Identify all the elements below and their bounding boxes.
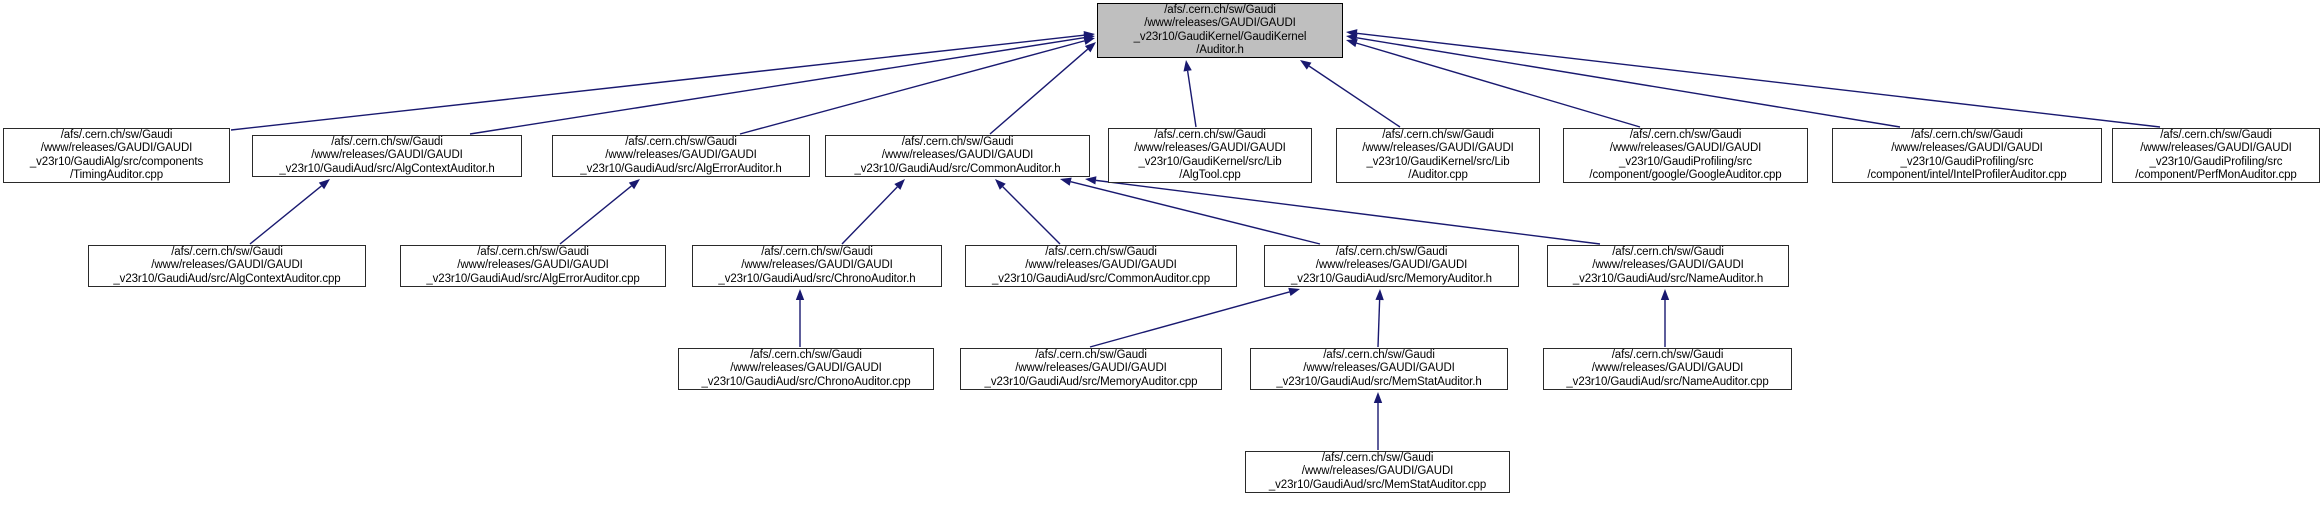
graph-node-common-auditor-h[interactable]: /afs/.cern.ch/sw/Gaudi /www/releases/GAU… (825, 135, 1090, 177)
graph-node-label: /afs/.cern.ch/sw/Gaudi /www/releases/GAU… (1867, 129, 2067, 181)
graph-node-label: /afs/.cern.ch/sw/Gaudi /www/releases/GAU… (1133, 4, 1307, 56)
graph-node-memstat-auditor-cpp[interactable]: /afs/.cern.ch/sw/Gaudi /www/releases/GAU… (1245, 451, 1510, 493)
graph-node-memstat-auditor-h[interactable]: /afs/.cern.ch/sw/Gaudi /www/releases/GAU… (1250, 348, 1508, 390)
edge-perfmon-auditor-cpp-to-root (1346, 29, 2161, 128)
graph-node-label: /afs/.cern.ch/sw/Gaudi /www/releases/GAU… (426, 246, 640, 285)
graph-node-intel-profiler-auditor-cpp[interactable]: /afs/.cern.ch/sw/Gaudi /www/releases/GAU… (1832, 128, 2102, 183)
edge-name-auditor-cpp-to-name-auditor-h (1660, 289, 1670, 347)
graph-node-label: /afs/.cern.ch/sw/Gaudi /www/releases/GAU… (1566, 349, 1769, 388)
graph-node-label: /afs/.cern.ch/sw/Gaudi /www/releases/GAU… (2135, 129, 2297, 181)
graph-node-timing-auditor-cpp[interactable]: /afs/.cern.ch/sw/Gaudi /www/releases/GAU… (3, 128, 230, 183)
edge-timing-auditor-cpp-to-root (230, 31, 1095, 131)
graph-node-alg-error-auditor-h[interactable]: /afs/.cern.ch/sw/Gaudi /www/releases/GAU… (552, 135, 810, 177)
edge-chrono-auditor-cpp-to-chrono-auditor-h (795, 289, 805, 347)
graph-node-chrono-auditor-h[interactable]: /afs/.cern.ch/sw/Gaudi /www/releases/GAU… (692, 245, 942, 287)
graph-node-label: /afs/.cern.ch/sw/Gaudi /www/releases/GAU… (1589, 129, 1782, 181)
edge-alg-context-auditor-cpp-to-alg-context-auditor-h (249, 179, 330, 245)
graph-node-label: /afs/.cern.ch/sw/Gaudi /www/releases/GAU… (701, 349, 911, 388)
edge-google-auditor-cpp-to-root (1346, 39, 1641, 128)
graph-node-label: /afs/.cern.ch/sw/Gaudi /www/releases/GAU… (1268, 452, 1487, 491)
edge-intel-profiler-auditor-cpp-to-root (1346, 33, 1901, 128)
edge-algtool-cpp-to-root (1183, 60, 1197, 128)
edge-common-auditor-cpp-to-common-auditor-h (995, 179, 1061, 245)
edge-memory-auditor-h-to-common-auditor-h (1060, 177, 1321, 245)
graph-node-google-auditor-cpp[interactable]: /afs/.cern.ch/sw/Gaudi /www/releases/GAU… (1563, 128, 1808, 183)
edge-memstat-auditor-h-to-memory-auditor-h (1375, 289, 1384, 348)
graph-node-label: /afs/.cern.ch/sw/Gaudi /www/releases/GAU… (580, 136, 782, 175)
edge-alg-error-auditor-h-to-root (739, 36, 1095, 135)
graph-node-root[interactable]: /afs/.cern.ch/sw/Gaudi /www/releases/GAU… (1097, 3, 1343, 58)
graph-node-common-auditor-cpp[interactable]: /afs/.cern.ch/sw/Gaudi /www/releases/GAU… (965, 245, 1237, 287)
edge-chrono-auditor-h-to-common-auditor-h (841, 179, 905, 245)
graph-node-name-auditor-h[interactable]: /afs/.cern.ch/sw/Gaudi /www/releases/GAU… (1547, 245, 1789, 287)
graph-node-label: /afs/.cern.ch/sw/Gaudi /www/releases/GAU… (1276, 349, 1482, 388)
edge-alg-error-auditor-cpp-to-alg-error-auditor-h (559, 179, 640, 245)
graph-node-perfmon-auditor-cpp[interactable]: /afs/.cern.ch/sw/Gaudi /www/releases/GAU… (2112, 128, 2320, 183)
graph-node-memory-auditor-h[interactable]: /afs/.cern.ch/sw/Gaudi /www/releases/GAU… (1264, 245, 1519, 287)
edge-name-auditor-h-to-common-auditor-h (1085, 176, 1601, 245)
edge-memstat-auditor-cpp-to-memstat-auditor-h (1373, 392, 1383, 450)
graph-node-label: /afs/.cern.ch/sw/Gaudi /www/releases/GAU… (29, 129, 204, 181)
graph-node-label: /afs/.cern.ch/sw/Gaudi /www/releases/GAU… (1572, 246, 1764, 285)
graph-node-label: /afs/.cern.ch/sw/Gaudi /www/releases/GAU… (113, 246, 341, 285)
edge-memory-auditor-cpp-to-memory-auditor-h (1089, 287, 1300, 348)
graph-node-label: /afs/.cern.ch/sw/Gaudi /www/releases/GAU… (1362, 129, 1514, 181)
graph-node-memory-auditor-cpp[interactable]: /afs/.cern.ch/sw/Gaudi /www/releases/GAU… (960, 348, 1222, 390)
edge-common-auditor-h-to-root (989, 42, 1096, 135)
graph-node-label: /afs/.cern.ch/sw/Gaudi /www/releases/GAU… (1291, 246, 1492, 285)
graph-node-algtool-cpp[interactable]: /afs/.cern.ch/sw/Gaudi /www/releases/GAU… (1108, 128, 1312, 183)
graph-node-alg-error-auditor-cpp[interactable]: /afs/.cern.ch/sw/Gaudi /www/releases/GAU… (400, 245, 666, 287)
graph-node-label: /afs/.cern.ch/sw/Gaudi /www/releases/GAU… (984, 349, 1198, 388)
graph-node-alg-context-auditor-h[interactable]: /afs/.cern.ch/sw/Gaudi /www/releases/GAU… (252, 135, 522, 177)
graph-node-label: /afs/.cern.ch/sw/Gaudi /www/releases/GAU… (718, 246, 916, 285)
graph-node-label: /afs/.cern.ch/sw/Gaudi /www/releases/GAU… (1134, 129, 1286, 181)
edge-alg-context-auditor-h-to-root (469, 33, 1095, 135)
graph-node-auditor-cpp[interactable]: /afs/.cern.ch/sw/Gaudi /www/releases/GAU… (1336, 128, 1540, 183)
edge-auditor-cpp-to-root (1300, 60, 1401, 128)
graph-node-label: /afs/.cern.ch/sw/Gaudi /www/releases/GAU… (854, 136, 1061, 175)
graph-node-label: /afs/.cern.ch/sw/Gaudi /www/releases/GAU… (991, 246, 1210, 285)
graph-node-alg-context-auditor-cpp[interactable]: /afs/.cern.ch/sw/Gaudi /www/releases/GAU… (88, 245, 366, 287)
graph-node-name-auditor-cpp[interactable]: /afs/.cern.ch/sw/Gaudi /www/releases/GAU… (1543, 348, 1792, 390)
graph-node-chrono-auditor-cpp[interactable]: /afs/.cern.ch/sw/Gaudi /www/releases/GAU… (678, 348, 934, 390)
graph-node-label: /afs/.cern.ch/sw/Gaudi /www/releases/GAU… (279, 136, 495, 175)
